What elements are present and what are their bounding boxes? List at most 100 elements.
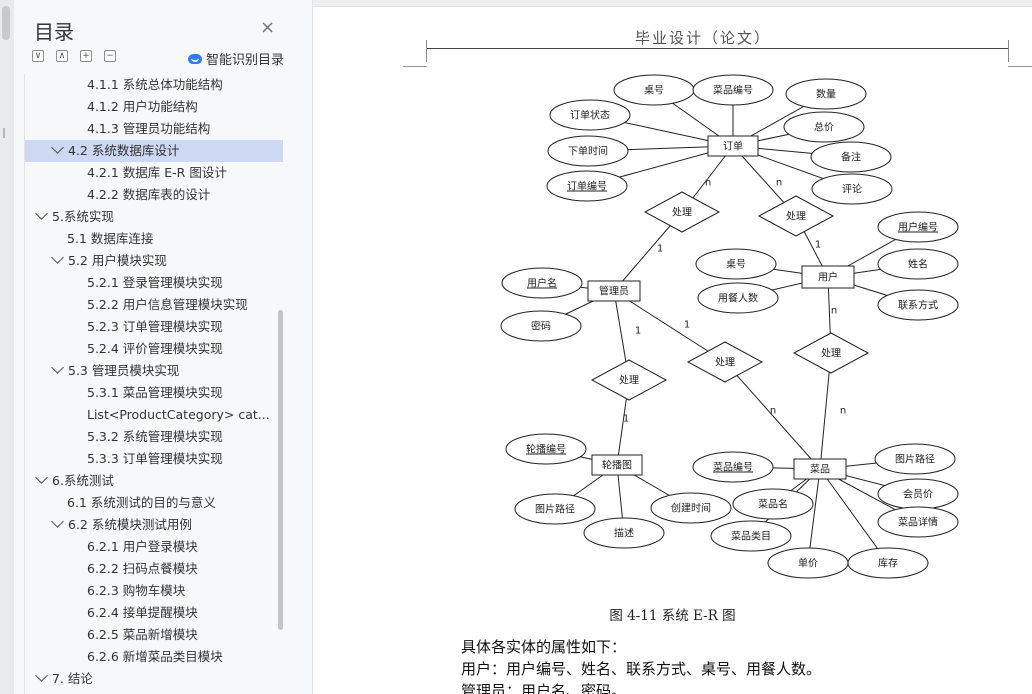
er-diagram: 桌号菜品编号数量订单状态总价下单时间备注订单编号评论用户名密码用户编号桌号姓名用… xyxy=(500,74,959,579)
toc-item[interactable]: 6.2.2 扫码点餐模块 xyxy=(25,558,283,580)
toc-item[interactable]: 4.1.3 管理员功能结构 xyxy=(25,118,283,140)
chevron-down-icon[interactable] xyxy=(51,141,64,154)
chevron-down-icon[interactable] xyxy=(35,207,48,220)
er-attribute xyxy=(810,141,892,173)
toc-item-label: 4.2.2 数据库表的设计 xyxy=(87,187,211,202)
er-entity-label: 订单 xyxy=(723,141,743,153)
toc-item[interactable]: 5.3.2 系统管理模块实现 xyxy=(25,426,283,448)
er-attribute-label: 描述 xyxy=(614,527,634,540)
er-relationship-label: 处理 xyxy=(786,211,806,223)
toc-item-label: 6.1 系统测试的目的与意义 xyxy=(67,495,216,510)
er-attribute xyxy=(695,248,777,280)
er-attribute-label: 库存 xyxy=(878,557,898,570)
toc-item[interactable]: 7. 结论 xyxy=(25,668,283,690)
chevron-down-icon[interactable] xyxy=(51,251,64,264)
toc-item[interactable]: 5.2.3 订单管理模块实现 xyxy=(25,316,283,338)
toc-item[interactable]: 5.3 管理员模块实现 xyxy=(25,360,283,382)
er-relationship xyxy=(590,359,668,401)
toc-item[interactable]: 6.1 系统测试的目的与意义 xyxy=(25,492,283,514)
er-attribute-label: 轮播编号 xyxy=(526,443,566,456)
er-connector xyxy=(613,290,726,363)
toc-item-label: 5.3.3 订单管理模块实现 xyxy=(87,451,223,466)
er-attribute xyxy=(847,547,929,579)
er-attribute xyxy=(811,173,893,205)
er-cardinality: 1 xyxy=(657,244,663,255)
ai-toc-label: 智能识别目录 xyxy=(206,53,285,68)
edge-scroll-thumb[interactable] xyxy=(2,6,10,40)
toc-item[interactable]: 5.2.1 登录管理模块实现 xyxy=(25,272,283,294)
er-attribute xyxy=(650,492,732,524)
toc-item[interactable]: 5.1 数据库连接 xyxy=(25,228,283,250)
toc-item[interactable]: 6.2.6 新增菜品类目模块 xyxy=(25,646,283,668)
remove-heading-icon[interactable]: − xyxy=(104,50,116,62)
toc-item-label: 4.2 系统数据库设计 xyxy=(68,143,180,158)
er-attribute xyxy=(785,78,867,110)
toc-item[interactable]: 4.1.1 系统总体功能结构 xyxy=(25,74,283,96)
body-line-1: 具体各实体的属性如下： xyxy=(461,638,627,656)
chevron-down-icon[interactable] xyxy=(35,471,48,484)
er-attribute-label: 会员价 xyxy=(903,488,933,501)
er-entity-label: 轮播图 xyxy=(602,459,632,472)
er-attribute xyxy=(710,520,792,552)
er-entity xyxy=(591,454,643,476)
crop-mark-right xyxy=(1008,66,1032,67)
collapse-all-icon[interactable]: ∨ xyxy=(32,50,44,62)
add-heading-icon[interactable]: + xyxy=(80,50,92,62)
toc-item[interactable]: 6.2.4 接单提醒模块 xyxy=(25,602,283,624)
toc-item[interactable]: 5.2 用户模块实现 xyxy=(25,250,283,272)
er-attribute xyxy=(877,248,959,280)
er-attribute xyxy=(546,170,628,202)
toc-item[interactable]: 4.1.2 用户功能结构 xyxy=(25,96,283,118)
er-attribute-label: 菜品名 xyxy=(758,498,788,511)
toc-item-label: 5.1 数据库连接 xyxy=(67,231,154,246)
er-attribute-label: 数量 xyxy=(816,88,836,101)
er-attribute-label: 评论 xyxy=(842,183,862,196)
toc-item[interactable]: 6.2.3 购物车模块 xyxy=(25,580,283,602)
er-entity xyxy=(707,135,759,157)
er-attribute-label: 密码 xyxy=(531,320,551,333)
toc-item[interactable]: 5.系统实现 xyxy=(25,206,283,228)
er-attribute-label: 下单时间 xyxy=(568,145,608,158)
toc-item-label: List<ProductCategory> cat... xyxy=(87,407,270,422)
toc-item[interactable]: 6.2 系统模块测试用例 xyxy=(25,514,283,536)
crop-mark-left xyxy=(403,66,427,67)
toc-item[interactable]: 5.2.2 用户信息管理模块实现 xyxy=(25,294,283,316)
toc-item-label: 6.2.4 接单提醒模块 xyxy=(87,605,198,620)
cloud-icon xyxy=(188,53,202,64)
chevron-down-icon[interactable] xyxy=(35,669,48,682)
toc-item[interactable]: List<ProductCategory> cat... xyxy=(25,404,283,426)
er-relationship xyxy=(643,191,721,233)
toc-item[interactable]: 6.2.5 菜品新增模块 xyxy=(25,624,283,646)
er-attribute-label: 备注 xyxy=(841,151,861,164)
er-cardinality: n xyxy=(776,178,782,189)
toc-item[interactable]: 4.2 系统数据库设计 xyxy=(25,140,283,162)
toc-item[interactable]: 4.2.2 数据库表的设计 xyxy=(25,184,283,206)
er-cardinality: 1 xyxy=(635,326,641,337)
edge-marker xyxy=(3,128,11,138)
toc-item[interactable]: 6.2.1 用户登录模块 xyxy=(25,536,283,558)
er-attribute-label: 桌号 xyxy=(726,258,746,271)
toc-item[interactable]: 5.3.1 菜品管理模块实现 xyxy=(25,382,283,404)
chevron-down-icon[interactable] xyxy=(51,515,64,528)
toc-item[interactable]: 4.2.1 数据库 E-R 图设计 xyxy=(25,162,283,184)
document-page: 毕业设计（论文） 桌号菜品编号数量订单状态总价下单时间备注订单编号评论用户名密码… xyxy=(313,0,1032,694)
expand-up-icon[interactable]: ∧ xyxy=(56,50,68,62)
close-icon[interactable]: × xyxy=(260,17,276,38)
toc-item-label: 6.2.6 新增菜品类目模块 xyxy=(87,649,223,664)
ai-toc-button[interactable]: 智能识别目录 xyxy=(188,49,284,68)
er-attribute-label: 菜品编号 xyxy=(713,84,753,97)
er-attribute-label: 菜品类目 xyxy=(731,530,771,543)
toc-item[interactable]: 5.3.3 订单管理模块实现 xyxy=(25,448,283,470)
er-attribute-label: 创建时间 xyxy=(671,502,711,515)
toc-scrollbar[interactable] xyxy=(278,310,283,630)
toc-item[interactable]: 5.2.4 评价管理模块实现 xyxy=(25,338,283,360)
toc-item-label: 6.2.2 扫码点餐模块 xyxy=(87,561,198,576)
er-attribute-label: 姓名 xyxy=(908,258,928,271)
er-attribute-label: 用户编号 xyxy=(898,221,938,234)
er-attribute-label: 桌号 xyxy=(644,84,664,97)
er-attribute xyxy=(877,211,959,243)
toc-item[interactable]: 6.系统测试 xyxy=(25,470,283,492)
chevron-down-icon[interactable] xyxy=(51,361,64,374)
left-edge-strip xyxy=(0,0,14,694)
